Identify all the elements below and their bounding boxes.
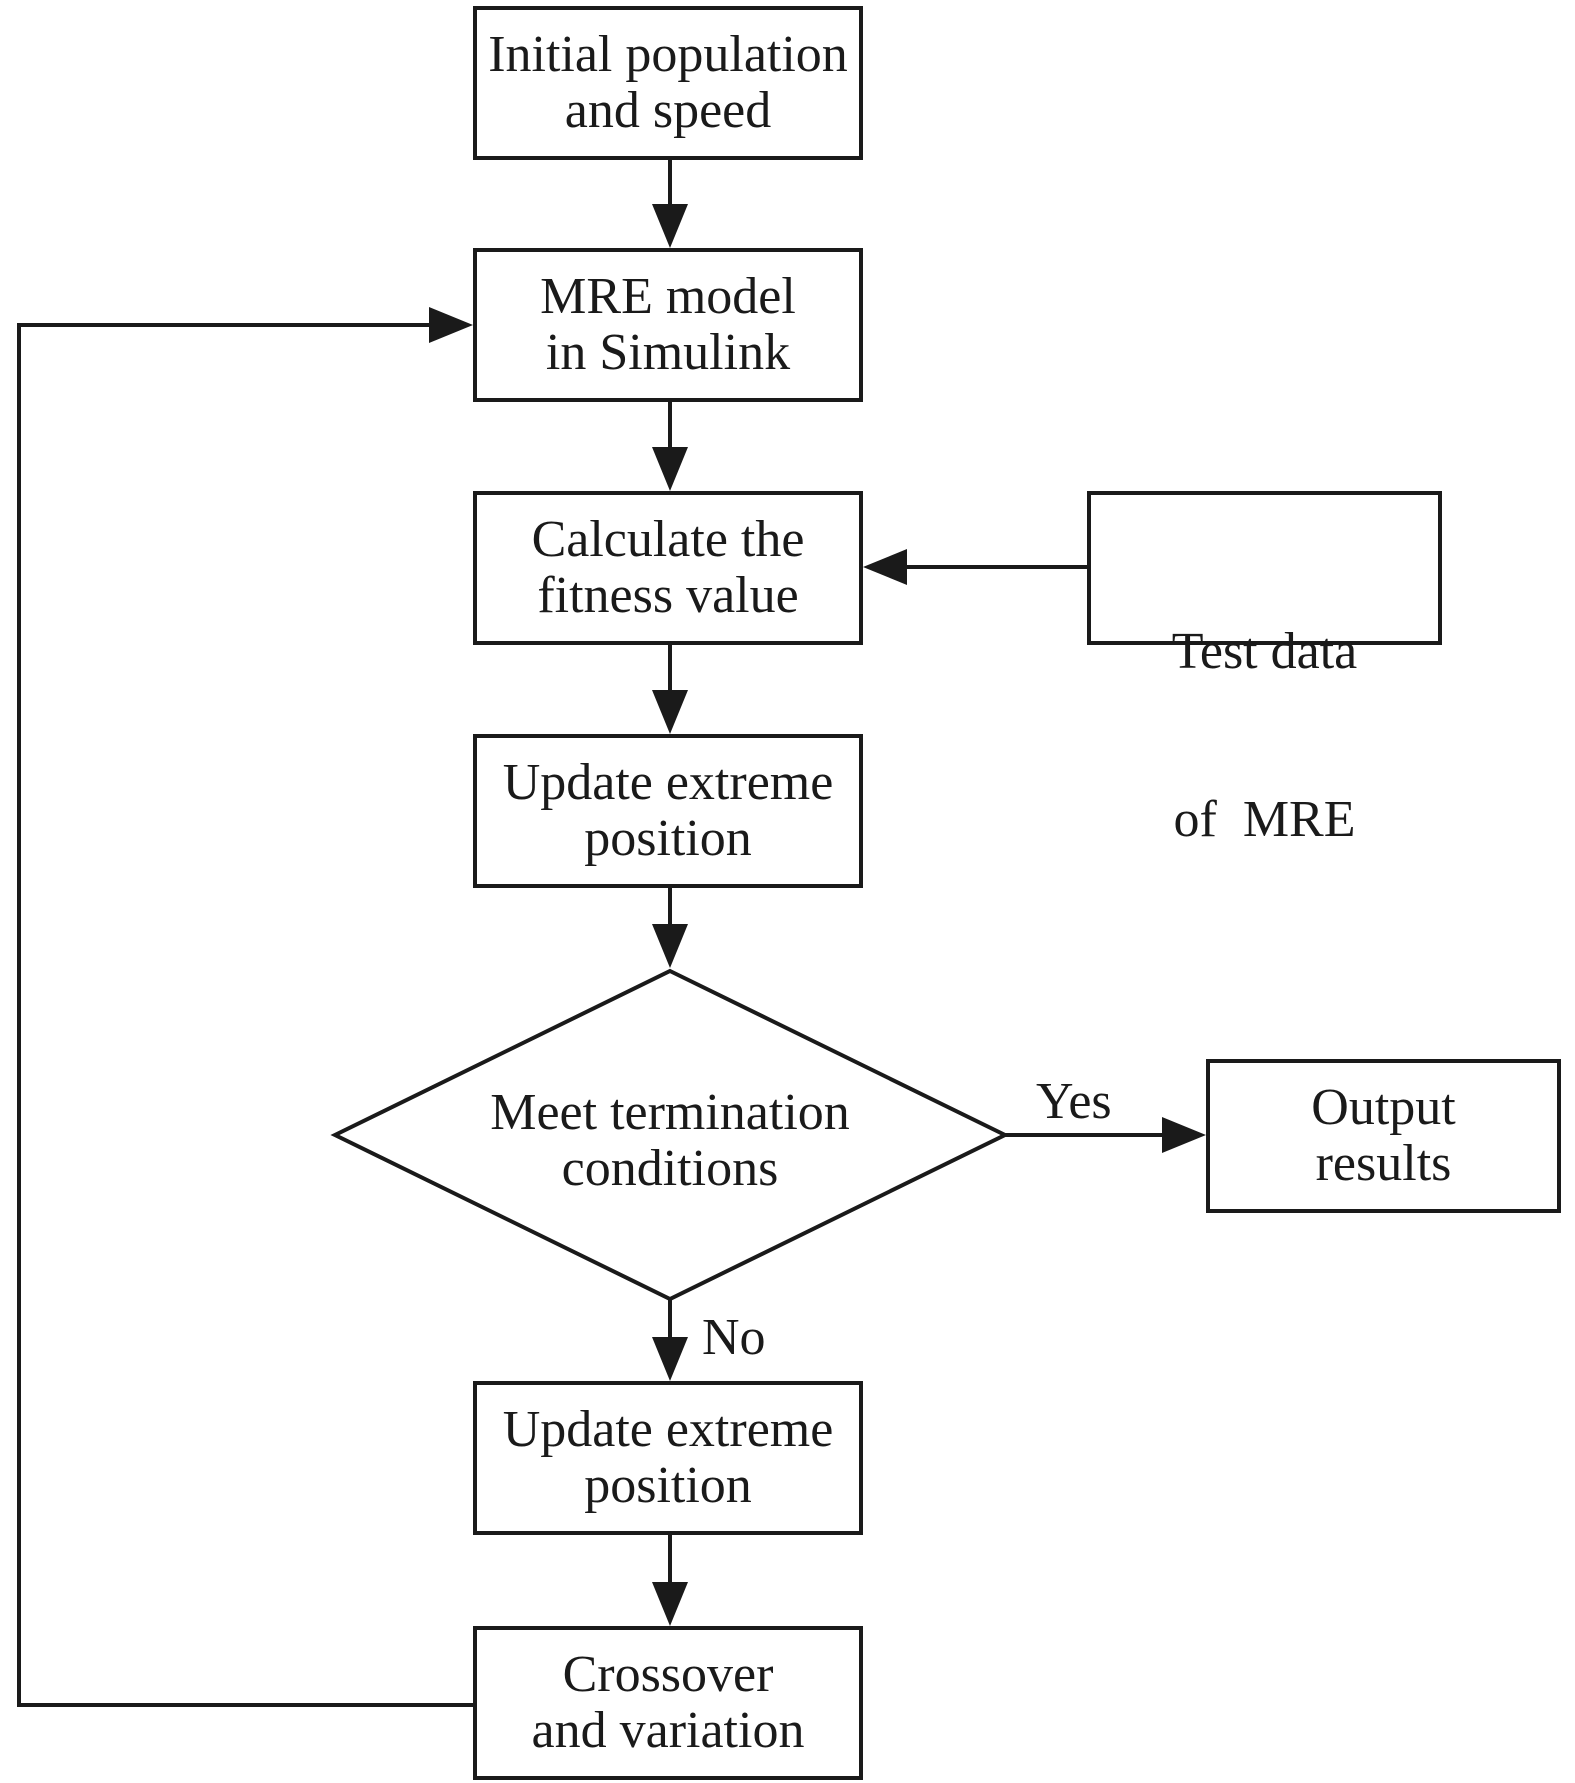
test-data-box [1087, 491, 1442, 645]
arrowhead-left [863, 549, 907, 585]
arrowhead-down [652, 924, 688, 968]
output-results-box [1206, 1059, 1561, 1213]
initial-population-box [473, 6, 863, 160]
initial-population-label: Initial population and speed [475, 27, 861, 139]
initial-population-line2: and speed [564, 82, 772, 139]
test-data-label: Test data of MRE [1089, 512, 1440, 904]
update-extreme-1-line1: Update extreme [502, 754, 834, 811]
calculate-fitness-line1: Calculate the [531, 511, 805, 568]
mre-model-box [473, 248, 863, 402]
crossover-variation-label: Crossover and variation [475, 1647, 861, 1759]
no-edge-label: No [702, 1309, 766, 1366]
update-extreme-2-line2: position [584, 1457, 752, 1514]
initial-population-line1: Initial population [488, 26, 848, 83]
update-extreme-box-2 [473, 1381, 863, 1535]
output-results-line1: Output [1311, 1079, 1456, 1136]
calculate-fitness-box [473, 491, 863, 645]
arrowhead-down [652, 1582, 688, 1626]
arrowhead-right [429, 307, 473, 343]
update-extreme-label-1: Update extreme position [475, 755, 861, 867]
mre-model-line2: in Simulink [545, 324, 791, 381]
calculate-fitness-label: Calculate the fitness value [475, 512, 861, 624]
output-results-label: Output results [1208, 1080, 1559, 1192]
arrowhead-right [1162, 1117, 1206, 1153]
termination-decision-line2: conditions [561, 1140, 779, 1197]
termination-decision-line1: Meet termination [490, 1084, 850, 1141]
arrowhead-down [652, 1337, 688, 1381]
arrowhead-down [652, 690, 688, 734]
yes-edge-label: Yes [1036, 1073, 1112, 1130]
arrowhead-down [652, 204, 688, 248]
crossover-variation-line1: Crossover [562, 1646, 774, 1703]
crossover-variation-box [473, 1626, 863, 1780]
output-results-line2: results [1315, 1135, 1452, 1192]
crossover-variation-line2: and variation [531, 1702, 805, 1759]
feedback-loop-line [17, 323, 475, 1707]
update-extreme-1-line2: position [584, 810, 752, 867]
calculate-fitness-line2: fitness value [537, 567, 799, 624]
update-extreme-label-2: Update extreme position [475, 1402, 861, 1514]
update-extreme-2-line1: Update extreme [502, 1401, 834, 1458]
test-data-line1: Test data [1171, 623, 1358, 680]
mre-model-line1: MRE model [540, 268, 796, 325]
mre-model-label: MRE model in Simulink [475, 269, 861, 381]
arrowhead-down [652, 447, 688, 491]
test-data-line2: of MRE [1173, 791, 1356, 848]
termination-decision-label: Meet termination conditions [440, 1085, 900, 1197]
